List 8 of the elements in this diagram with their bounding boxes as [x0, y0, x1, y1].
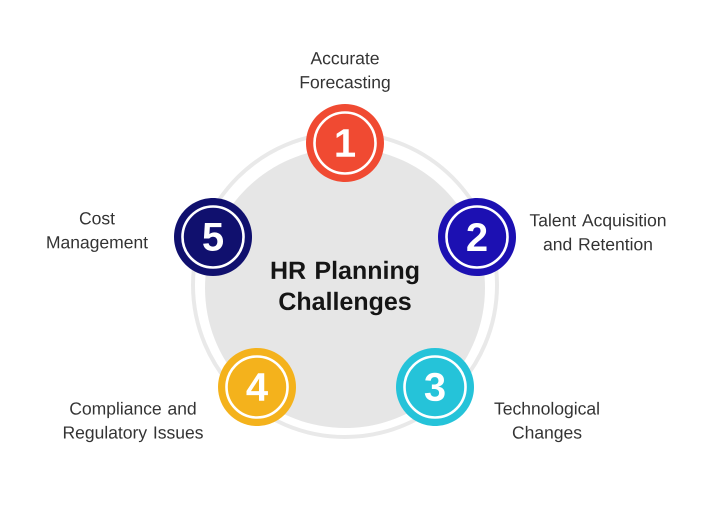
- number-badge: 2: [438, 198, 516, 276]
- challenge-label: Technological Changes: [494, 402, 599, 442]
- challenge-label: Talent Acquisition and Retention: [530, 214, 666, 250]
- number-badge: 1: [306, 104, 384, 182]
- challenge-label: Cost Management: [47, 212, 148, 252]
- number-badge: 5: [174, 198, 252, 276]
- challenge-label: Accurate Forecasting: [300, 52, 390, 92]
- challenge-label: Compliance and Regulatory Issues: [64, 402, 203, 442]
